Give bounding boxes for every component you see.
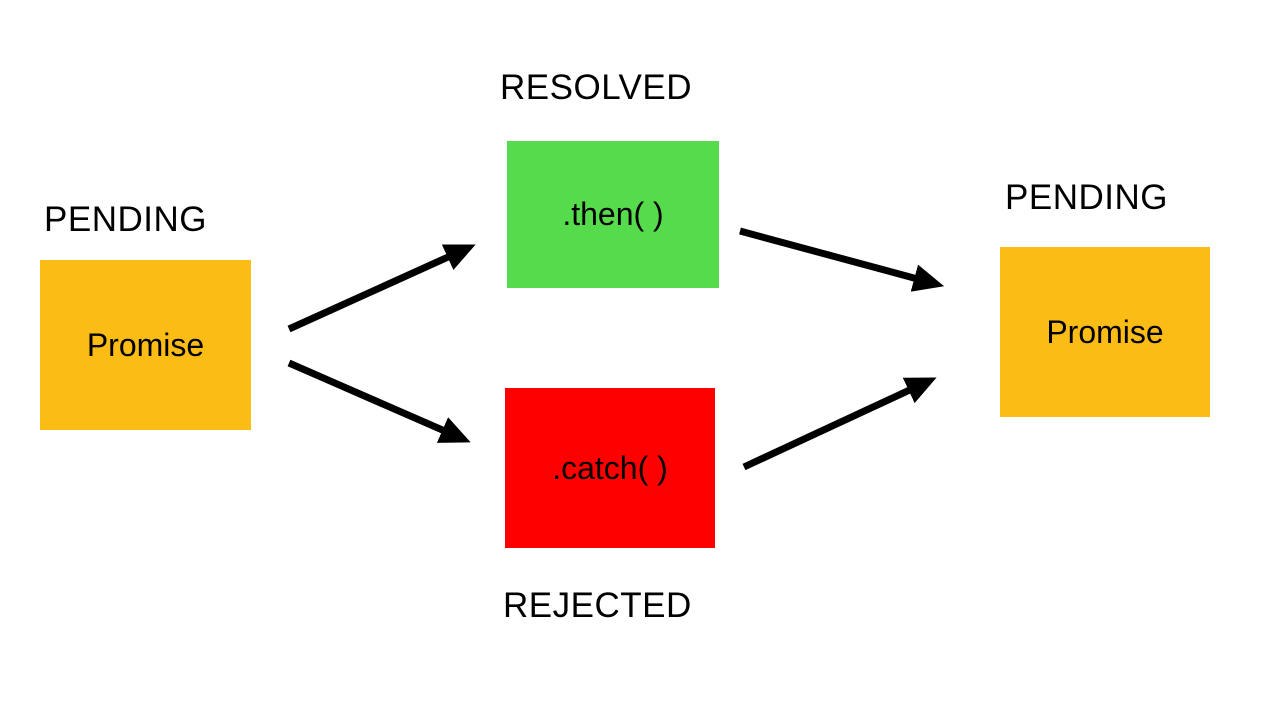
catch-node: .catch( ) [505,388,715,548]
arrow-catch-to-pending [742,377,937,471]
resolved-label: RESOLVED [500,68,693,107]
right-promise-node: Promise [1000,247,1210,417]
then-node: .then( ) [507,141,719,288]
arrow-then-to-pending [739,227,945,292]
arrow-pending-to-then [287,244,476,333]
left-pending-label: PENDING [44,200,207,239]
right-pending-label: PENDING [1005,178,1168,217]
rejected-label: REJECTED [503,586,692,625]
arrow-pending-to-catch [287,359,471,443]
left-promise-node: Promise [40,260,251,430]
